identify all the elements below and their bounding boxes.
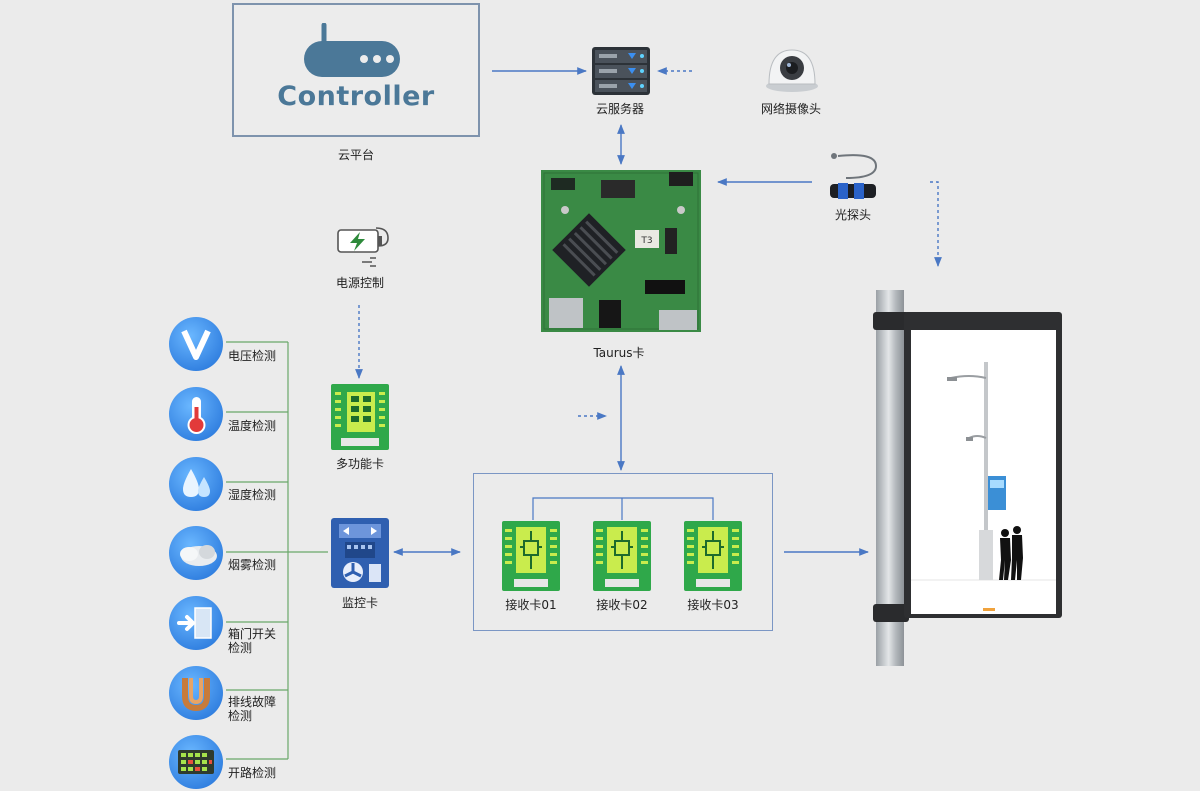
cloud-platform-label: 云平台 (337, 148, 375, 162)
receiver-card-icon-01 (502, 521, 560, 591)
controller-box: Controller (232, 3, 480, 137)
server-rack-icon (592, 47, 650, 95)
light-pole (876, 290, 904, 666)
receiver-group (473, 473, 773, 631)
street-scene-image (911, 362, 1056, 611)
link-receiver-bus (532, 497, 714, 520)
led-screen (911, 330, 1056, 614)
receiver-card-icon-03 (684, 521, 742, 591)
controller-logo-text: Controller (277, 81, 435, 112)
sensor-label-door: 箱门开关 检测 (228, 627, 277, 655)
link-dashed-right (930, 181, 942, 267)
receiver-card-label-02: 接收卡02 (596, 598, 648, 612)
thermometer-icon (169, 387, 223, 441)
battery-power-icon (337, 227, 389, 267)
dome-camera-icon (766, 49, 818, 92)
pole-bracket-top (873, 312, 909, 330)
sensor-tree (226, 341, 328, 760)
sensor-label-humidity: 湿度检测 (228, 488, 277, 502)
taurus-board: T3 (541, 170, 701, 332)
monitor-card-icon (331, 518, 389, 588)
cable-icon (169, 666, 223, 720)
door-icon (169, 596, 223, 650)
smoke-icon (169, 526, 223, 580)
monitor-card-label: 监控卡 (341, 596, 379, 610)
pole-bracket-bottom (873, 604, 909, 622)
sensor-label-cable: 排线故障 检测 (228, 695, 277, 723)
taurus-chip-text: T3 (640, 236, 652, 246)
sensor-label-temperature: 温度检测 (228, 419, 277, 433)
light-sensor-label: 光探头 (834, 208, 872, 222)
water-drop-icon (169, 457, 223, 511)
taurus-card-label: Taurus卡 (593, 346, 645, 360)
voltage-icon (169, 317, 223, 371)
router-icon (304, 23, 400, 77)
sensor-label-smoke: 烟雾检测 (228, 558, 277, 572)
multifunction-card-label: 多功能卡 (335, 457, 385, 471)
receiver-card-label-01: 接收卡01 (505, 598, 557, 612)
light-probe-icon (830, 153, 878, 199)
sensor-label-open-circuit: 开路检测 (228, 766, 277, 780)
receiver-card-icon-02 (593, 521, 651, 591)
receiver-card-label-03: 接收卡03 (687, 598, 739, 612)
cloud-server-label: 云服务器 (595, 102, 645, 116)
led-module-icon (169, 735, 223, 789)
multifunction-card-icon (331, 384, 389, 450)
network-camera-label: 网络摄像头 (760, 102, 822, 116)
sensor-label-voltage: 电压检测 (228, 349, 277, 363)
power-control-label: 电源控制 (335, 276, 385, 290)
